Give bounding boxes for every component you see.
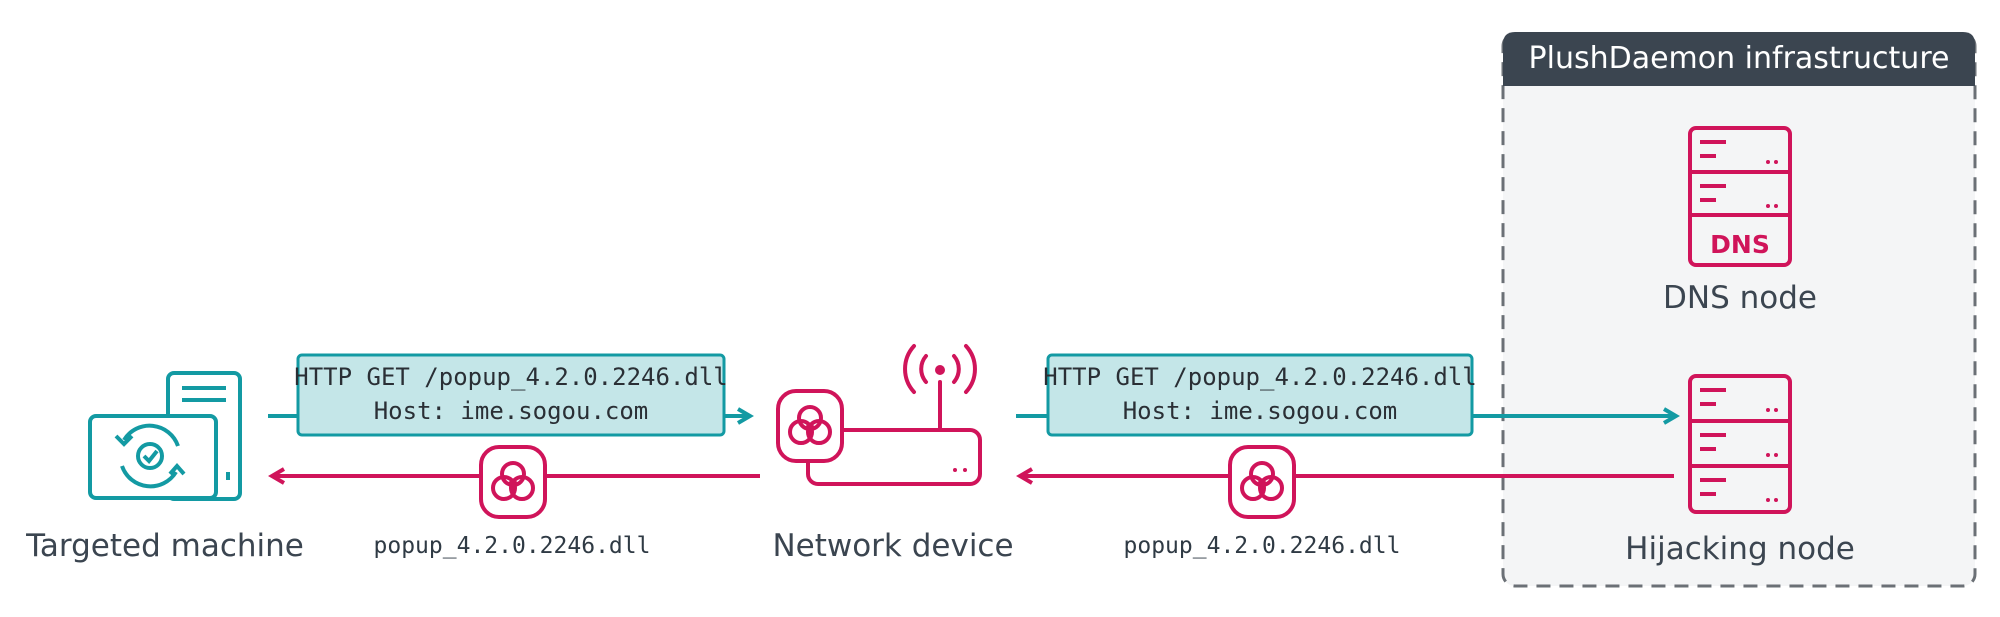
infrastructure-panel: PlushDaemon infrastructure	[1501, 32, 1977, 588]
response-left-file: popup_4.2.0.2246.dll	[374, 533, 651, 559]
hijack-node-label: Hijacking node	[1625, 531, 1855, 567]
infrastructure-title: PlushDaemon infrastructure	[1529, 41, 1950, 76]
hijack-server-icon	[1688, 374, 1792, 514]
request-left-line1: HTTP GET /popup_4.2.0.2246.dll	[294, 363, 727, 391]
request-left: HTTP GET /popup_4.2.0.2246.dll Host: ime…	[268, 353, 754, 437]
infrastructure-header	[1503, 32, 1975, 86]
network-device-label: Network device	[772, 528, 1013, 564]
request-left-line2: Host: ime.sogou.com	[374, 397, 649, 425]
router-biohazard-icon	[776, 389, 844, 463]
response-right-biohazard-icon	[1228, 445, 1296, 519]
response-right-file: popup_4.2.0.2246.dll	[1124, 533, 1401, 559]
request-right-line2: Host: ime.sogou.com	[1123, 397, 1398, 425]
request-right: HTTP GET /popup_4.2.0.2246.dll Host: ime…	[1016, 353, 1680, 437]
computer-sync-icon	[88, 371, 242, 501]
response-left-biohazard-icon	[479, 445, 547, 519]
request-right-line1: HTTP GET /popup_4.2.0.2246.dll	[1043, 363, 1476, 391]
dns-server-icon	[1688, 126, 1792, 267]
response-right: popup_4.2.0.2246.dll	[1016, 445, 1674, 559]
dns-badge: DNS	[1710, 230, 1770, 259]
target-machine-label: Targeted machine	[25, 528, 304, 564]
router-icon	[806, 344, 982, 486]
dns-node-label: DNS node	[1663, 280, 1817, 316]
response-left: popup_4.2.0.2246.dll	[268, 445, 760, 559]
